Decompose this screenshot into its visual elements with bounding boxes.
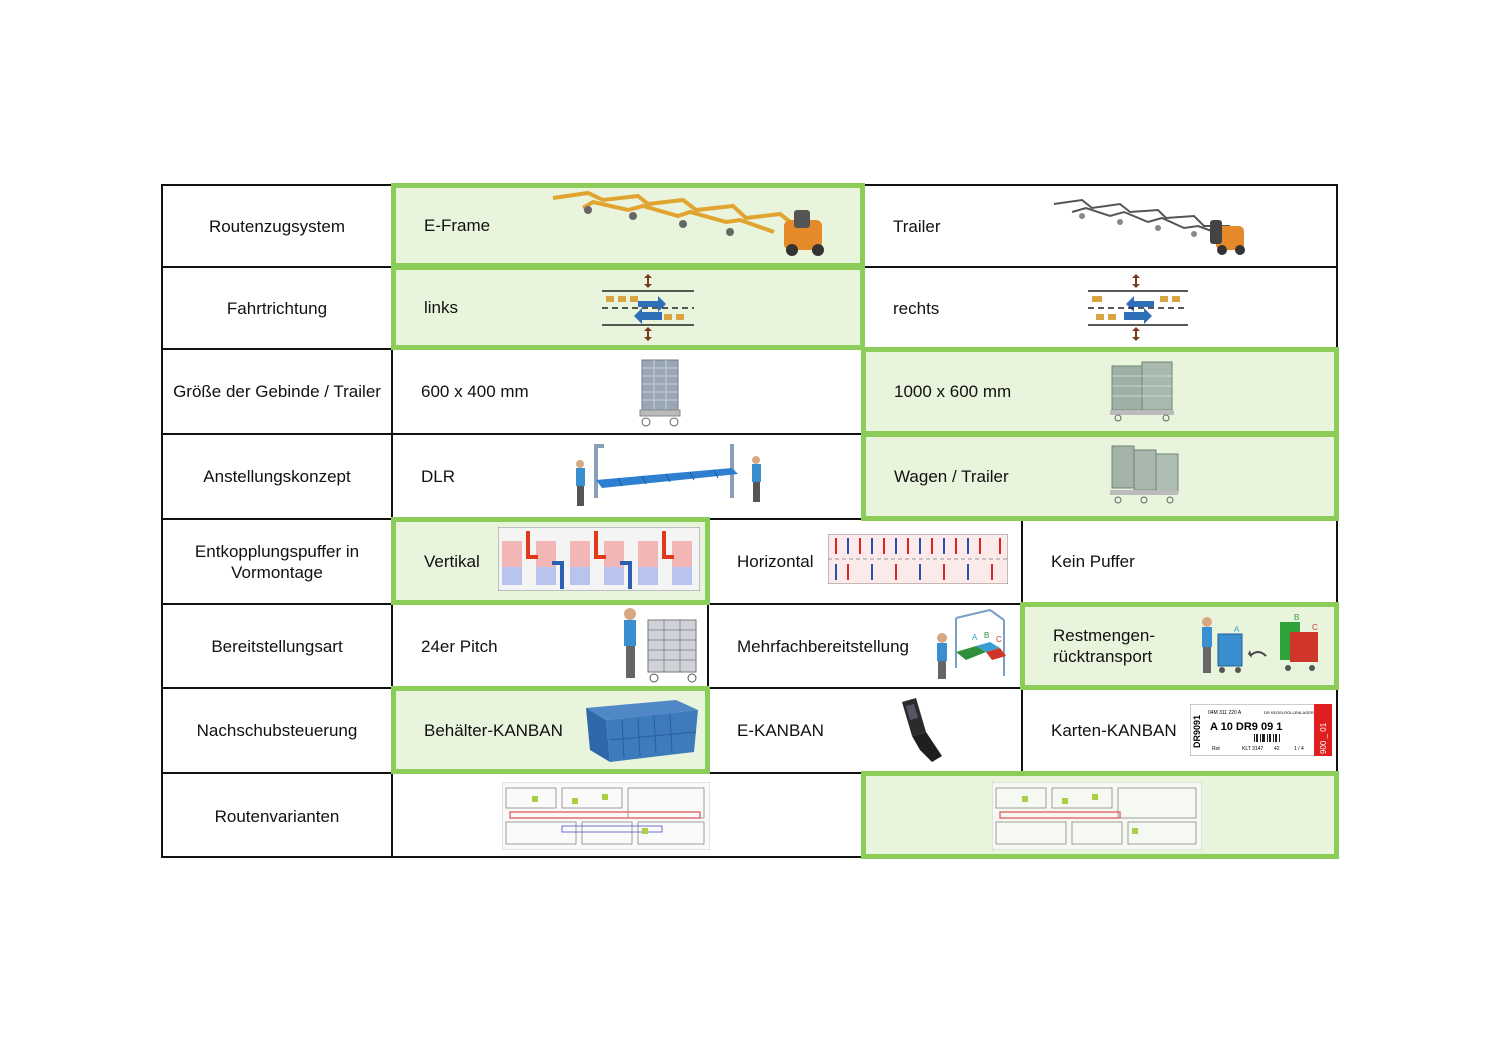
route-variant-1-layout-plan	[502, 782, 710, 850]
option-dlr[interactable]: DLR	[393, 435, 863, 518]
row-header-nachschubsteuerung: Nachschubsteuerung	[196, 721, 358, 740]
kanban-bin-icon	[586, 700, 698, 762]
direction-left-diagram	[602, 274, 694, 341]
small-container-stack-icon	[639, 359, 681, 427]
vertical-buffer-diagram	[498, 527, 700, 591]
row-divider	[161, 772, 1338, 774]
option-karten-kanban[interactable]: Karten-KANBAN	[1023, 689, 1336, 772]
option-label: E-Frame	[424, 216, 491, 235]
kanban-card-count: 1 / 4	[1294, 746, 1304, 752]
row-divider	[161, 433, 1338, 435]
pick-letter-c: C	[996, 635, 1002, 644]
option-label: Wagen / Trailer	[894, 467, 1009, 486]
row-header-bereitstellungsart: Bereitstellungsart	[211, 636, 343, 656]
pick-letter-b: B	[1294, 613, 1299, 622]
option-label: 24er Pitch	[421, 636, 498, 656]
residual-return-illustration: A B C	[1202, 613, 1318, 673]
pick-letter-a: A	[1234, 625, 1240, 634]
option-label: Restmengen-rücktransport	[1053, 626, 1156, 666]
row-divider	[161, 603, 1338, 605]
wagon-trailer-icon	[1110, 445, 1179, 504]
option-label: E-KANBAN	[737, 721, 824, 740]
kanban-card-vertical-code: DR9091	[1192, 715, 1202, 748]
kanban-card-storage: DR KEGELROLLENLAGER	[1264, 710, 1314, 715]
e-frame-tugger-train-illustration	[552, 190, 824, 256]
pick-letter-c: C	[1312, 623, 1318, 632]
option-rechts[interactable]: rechts	[865, 268, 1336, 348]
option-label: Kein Puffer	[1051, 552, 1135, 571]
kanban-card-part-no: 04M 311 220 A	[1208, 710, 1242, 716]
option-kein-puffer[interactable]: Kein Puffer	[1023, 520, 1336, 603]
option-mehrfachbereitstellung[interactable]: Mehrfachbereitstellung	[709, 605, 1021, 687]
pitch-cart-with-worker-illustration	[624, 608, 697, 683]
kanban-card-side-tag: 900 _ 01	[1319, 722, 1328, 754]
row-header-fahrtrichtung: Fahrtrichtung	[226, 298, 328, 318]
option-e-kanban[interactable]: E-KANBAN	[709, 689, 1021, 772]
option-1000x600[interactable]: 1000 x 600 mm	[861, 347, 1339, 436]
option-label: rechts	[893, 298, 940, 318]
multi-provision-rack-illustration: A B C	[937, 608, 1006, 679]
kanban-card-bin-type: KLT 3147	[1242, 746, 1263, 752]
option-label: DLR	[421, 467, 456, 486]
row-header-entkopplungspuffer: Entkopplungspuffer in Vormontage	[194, 541, 360, 582]
option-label: Mehrfachbereitstellung	[737, 636, 909, 656]
option-label: 600 x 400 mm	[421, 382, 529, 401]
route-variant-2-layout-plan	[992, 782, 1202, 850]
dlr-rack-with-workers-illustration	[576, 444, 761, 506]
row-divider	[161, 687, 1338, 689]
row-divider	[161, 518, 1338, 520]
option-label: Behälter-KANBAN	[424, 720, 563, 740]
option-label: Karten-KANBAN	[1051, 721, 1177, 740]
option-24er-pitch[interactable]: 24er Pitch	[393, 605, 707, 687]
kanban-card-color: Rot	[1212, 746, 1220, 752]
option-label: Vertikal	[424, 551, 480, 571]
kanban-card-qty: 42	[1274, 746, 1280, 752]
horizontal-buffer-diagram	[828, 534, 1008, 584]
option-label: 1000 x 600 mm	[894, 382, 1012, 401]
option-horizontal[interactable]: Horizontal	[709, 520, 1021, 603]
column-divider	[707, 518, 709, 772]
trailer-tugger-train-illustration	[1053, 198, 1245, 255]
kanban-card: DR9091 04M 311 220 A DR KEGELROLLENLAGER…	[1190, 704, 1332, 756]
row-header-routenvarianten: Routenvarianten	[214, 806, 340, 826]
option-label: Trailer	[893, 216, 941, 236]
direction-right-diagram	[1088, 274, 1188, 341]
option-trailer[interactable]: Trailer	[865, 186, 1336, 266]
row-header-anstellungskonzept: Anstellungskonzept	[203, 467, 351, 486]
row-header-routenzugsystem: Routenzugsystem	[208, 216, 346, 236]
option-600x400[interactable]: 600 x 400 mm	[393, 350, 863, 433]
pick-letter-b: B	[984, 631, 989, 640]
large-container-stack-icon	[1110, 361, 1174, 422]
option-label: links	[424, 298, 459, 317]
kanban-card-location: A 10 DR9 09 1	[1210, 721, 1282, 733]
pick-letter-a: A	[972, 633, 978, 642]
option-label: Horizontal	[737, 552, 814, 571]
row-header-gebinde: Größe der Gebinde / Trailer	[173, 382, 381, 401]
barcode-scanner-icon	[902, 698, 942, 762]
option-wagen-trailer[interactable]: Wagen / Trailer	[861, 432, 1339, 521]
